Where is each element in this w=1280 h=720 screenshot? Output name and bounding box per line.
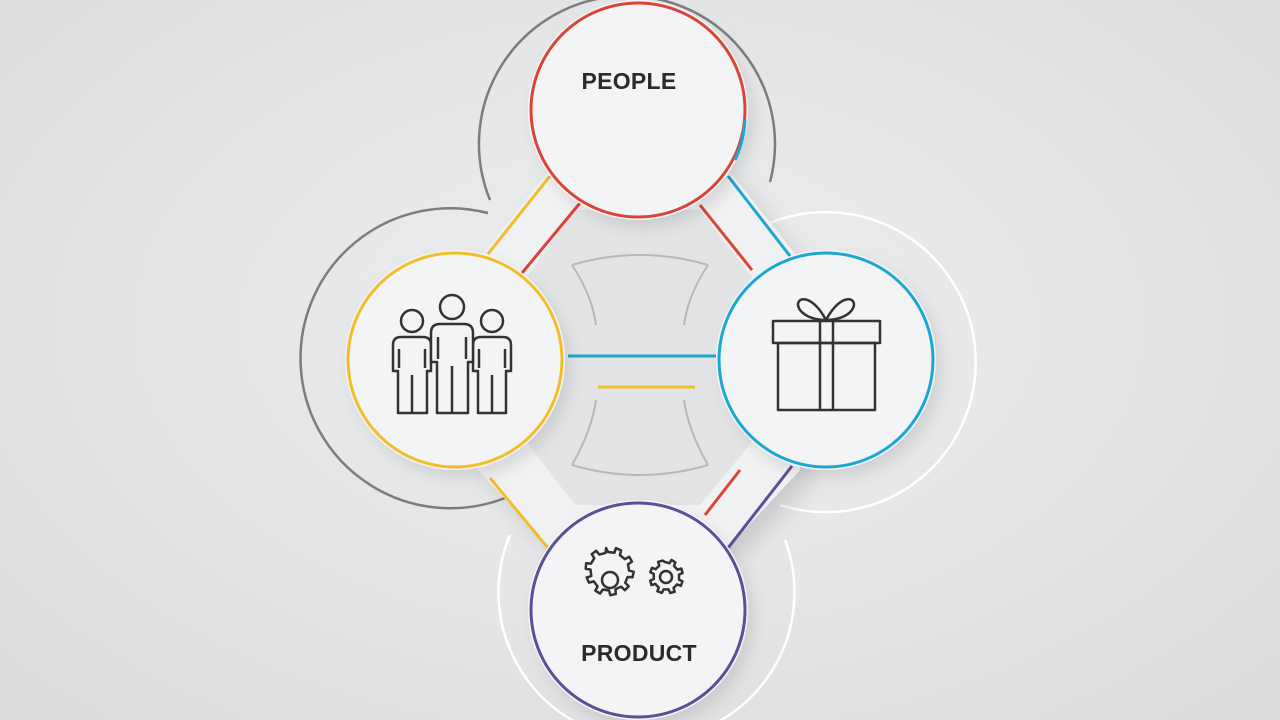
node-product	[528, 500, 748, 720]
outer-ring-right	[764, 210, 977, 514]
outer-ring-top	[477, 0, 777, 201]
gift-box-icon	[771, 298, 882, 412]
gears-icon	[584, 546, 684, 597]
node-people	[528, 0, 748, 220]
people-group-icon	[391, 293, 513, 415]
connectors	[486, 175, 794, 549]
node-gift	[716, 250, 936, 470]
outer-ring-bottom	[497, 534, 796, 720]
people-label: PEOPLE	[581, 68, 677, 94]
outer-ring-left	[299, 207, 506, 510]
outer-rings	[299, 0, 977, 720]
product-label: PRODUCT	[581, 640, 697, 666]
center-details	[571, 254, 709, 476]
